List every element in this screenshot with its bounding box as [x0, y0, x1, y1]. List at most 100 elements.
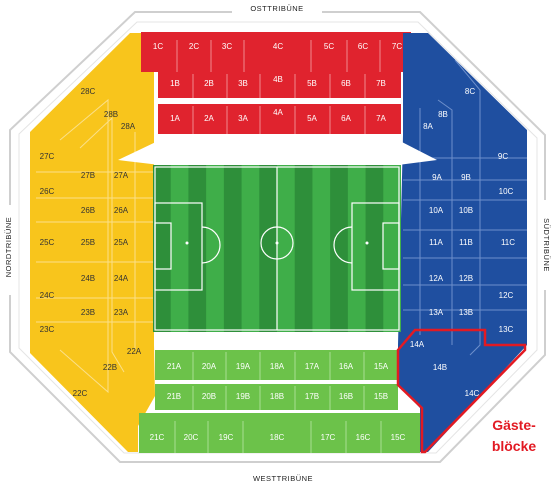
block-14a[interactable]: 14A — [410, 340, 425, 349]
block-12a[interactable]: 12A — [429, 274, 444, 283]
block-19c[interactable]: 19C — [219, 433, 234, 442]
block-20a[interactable]: 20A — [202, 362, 217, 371]
block-1a[interactable]: 1A — [170, 114, 180, 123]
block-13c[interactable]: 13C — [499, 325, 514, 334]
block-22a[interactable]: 22A — [127, 347, 142, 356]
block-25c[interactable]: 25C — [40, 238, 55, 247]
block-24b[interactable]: 24B — [81, 274, 95, 283]
block-6b[interactable]: 6B — [341, 79, 351, 88]
ost-stand-c[interactable] — [141, 32, 411, 72]
block-3b[interactable]: 3B — [238, 79, 248, 88]
block-15c[interactable]: 15C — [391, 433, 406, 442]
block-6a[interactable]: 6A — [341, 114, 351, 123]
stand-label-ost: OSTTRIBÜNE — [250, 4, 303, 13]
block-1c[interactable]: 1C — [153, 42, 163, 51]
block-12c[interactable]: 12C — [499, 291, 514, 300]
block-25b[interactable]: 25B — [81, 238, 95, 247]
block-20b[interactable]: 20B — [202, 392, 216, 401]
block-28a[interactable]: 28A — [121, 122, 136, 131]
nord-stand[interactable] — [30, 33, 155, 452]
block-6c[interactable]: 6C — [358, 42, 368, 51]
block-18a[interactable]: 18A — [270, 362, 285, 371]
guest-blocks-highlight[interactable] — [396, 328, 527, 454]
block-9a[interactable]: 9A — [432, 173, 442, 182]
sued-stand[interactable] — [398, 33, 527, 452]
block-12b[interactable]: 12B — [459, 274, 473, 283]
block-5b[interactable]: 5B — [307, 79, 317, 88]
block-15b[interactable]: 15B — [374, 392, 388, 401]
block-20c[interactable]: 20C — [184, 433, 199, 442]
block-11b[interactable]: 11B — [459, 238, 473, 247]
block-19b[interactable]: 19B — [236, 392, 250, 401]
block-4a[interactable]: 4A — [273, 108, 283, 117]
block-13b[interactable]: 13B — [459, 308, 473, 317]
block-19a[interactable]: 19A — [236, 362, 251, 371]
block-26c[interactable]: 26C — [40, 187, 55, 196]
west-stand-b[interactable] — [155, 384, 398, 410]
block-18b[interactable]: 18B — [270, 392, 284, 401]
block-25a[interactable]: 25A — [114, 238, 129, 247]
block-13a[interactable]: 13A — [429, 308, 444, 317]
block-26a[interactable]: 26A — [114, 206, 129, 215]
block-4c[interactable]: 4C — [273, 42, 283, 51]
ost-stand-a[interactable] — [158, 104, 401, 134]
block-22b[interactable]: 22B — [103, 363, 117, 372]
block-23b[interactable]: 23B — [81, 308, 95, 317]
ost-stand-b[interactable] — [158, 72, 401, 98]
block-18c[interactable]: 18C — [270, 433, 285, 442]
block-21a[interactable]: 21A — [167, 362, 182, 371]
block-7b[interactable]: 7B — [376, 79, 386, 88]
block-1b[interactable]: 1B — [170, 79, 180, 88]
block-10c[interactable]: 10C — [499, 187, 514, 196]
block-7a[interactable]: 7A — [376, 114, 386, 123]
pitch-stripe — [330, 165, 348, 332]
block-14c[interactable]: 14C — [465, 389, 480, 398]
block-28c[interactable]: 28C — [81, 87, 96, 96]
block-9c[interactable]: 9C — [498, 152, 508, 161]
block-2c[interactable]: 2C — [189, 42, 199, 51]
guest-label-line1: Gäste- — [492, 417, 536, 433]
block-17c[interactable]: 17C — [321, 433, 336, 442]
block-17b[interactable]: 17B — [305, 392, 319, 401]
inner-ring — [18, 21, 538, 454]
block-23a[interactable]: 23A — [114, 308, 129, 317]
block-11c[interactable]: 11C — [501, 238, 515, 247]
block-16c[interactable]: 16C — [356, 433, 371, 442]
pitch-stripe — [153, 165, 171, 332]
block-23c[interactable]: 23C — [40, 325, 55, 334]
block-14b[interactable]: 14B — [433, 363, 447, 372]
block-26b[interactable]: 26B — [81, 206, 95, 215]
block-9b[interactable]: 9B — [461, 173, 471, 182]
block-27b[interactable]: 27B — [81, 171, 95, 180]
block-5c[interactable]: 5C — [324, 42, 334, 51]
block-24c[interactable]: 24C — [40, 291, 55, 300]
block-15a[interactable]: 15A — [374, 362, 389, 371]
block-4b[interactable]: 4B — [273, 75, 283, 84]
block-27a[interactable]: 27A — [114, 171, 129, 180]
block-3a[interactable]: 3A — [238, 114, 248, 123]
block-10a[interactable]: 10A — [429, 206, 444, 215]
block-17a[interactable]: 17A — [305, 362, 320, 371]
block-8b[interactable]: 8B — [438, 110, 448, 119]
block-21c[interactable]: 21C — [150, 433, 165, 442]
block-labels: 1C 2C 3C 4C 5C 6C 7C 1B 2B 3B 4B 5B 6B 7B 1A 2A 3A 4A 5A 6A… — [40, 42, 516, 442]
block-16a[interactable]: 16A — [339, 362, 354, 371]
block-10b[interactable]: 10B — [459, 206, 473, 215]
west-stand-c[interactable] — [139, 413, 420, 453]
block-7c[interactable]: 7C — [392, 42, 402, 51]
block-22c[interactable]: 22C — [73, 389, 88, 398]
block-8c[interactable]: 8C — [465, 87, 475, 96]
block-5a[interactable]: 5A — [307, 114, 317, 123]
block-16b[interactable]: 16B — [339, 392, 353, 401]
block-28b[interactable]: 28B — [104, 110, 118, 119]
block-2b[interactable]: 2B — [204, 79, 214, 88]
west-stand-a[interactable] — [155, 350, 398, 380]
block-11a[interactable]: 11A — [429, 238, 443, 247]
block-2a[interactable]: 2A — [204, 114, 214, 123]
block-3c[interactable]: 3C — [222, 42, 232, 51]
block-27c[interactable]: 27C — [40, 152, 55, 161]
block-21b[interactable]: 21B — [167, 392, 181, 401]
block-24a[interactable]: 24A — [114, 274, 129, 283]
block-8a[interactable]: 8A — [423, 122, 433, 131]
